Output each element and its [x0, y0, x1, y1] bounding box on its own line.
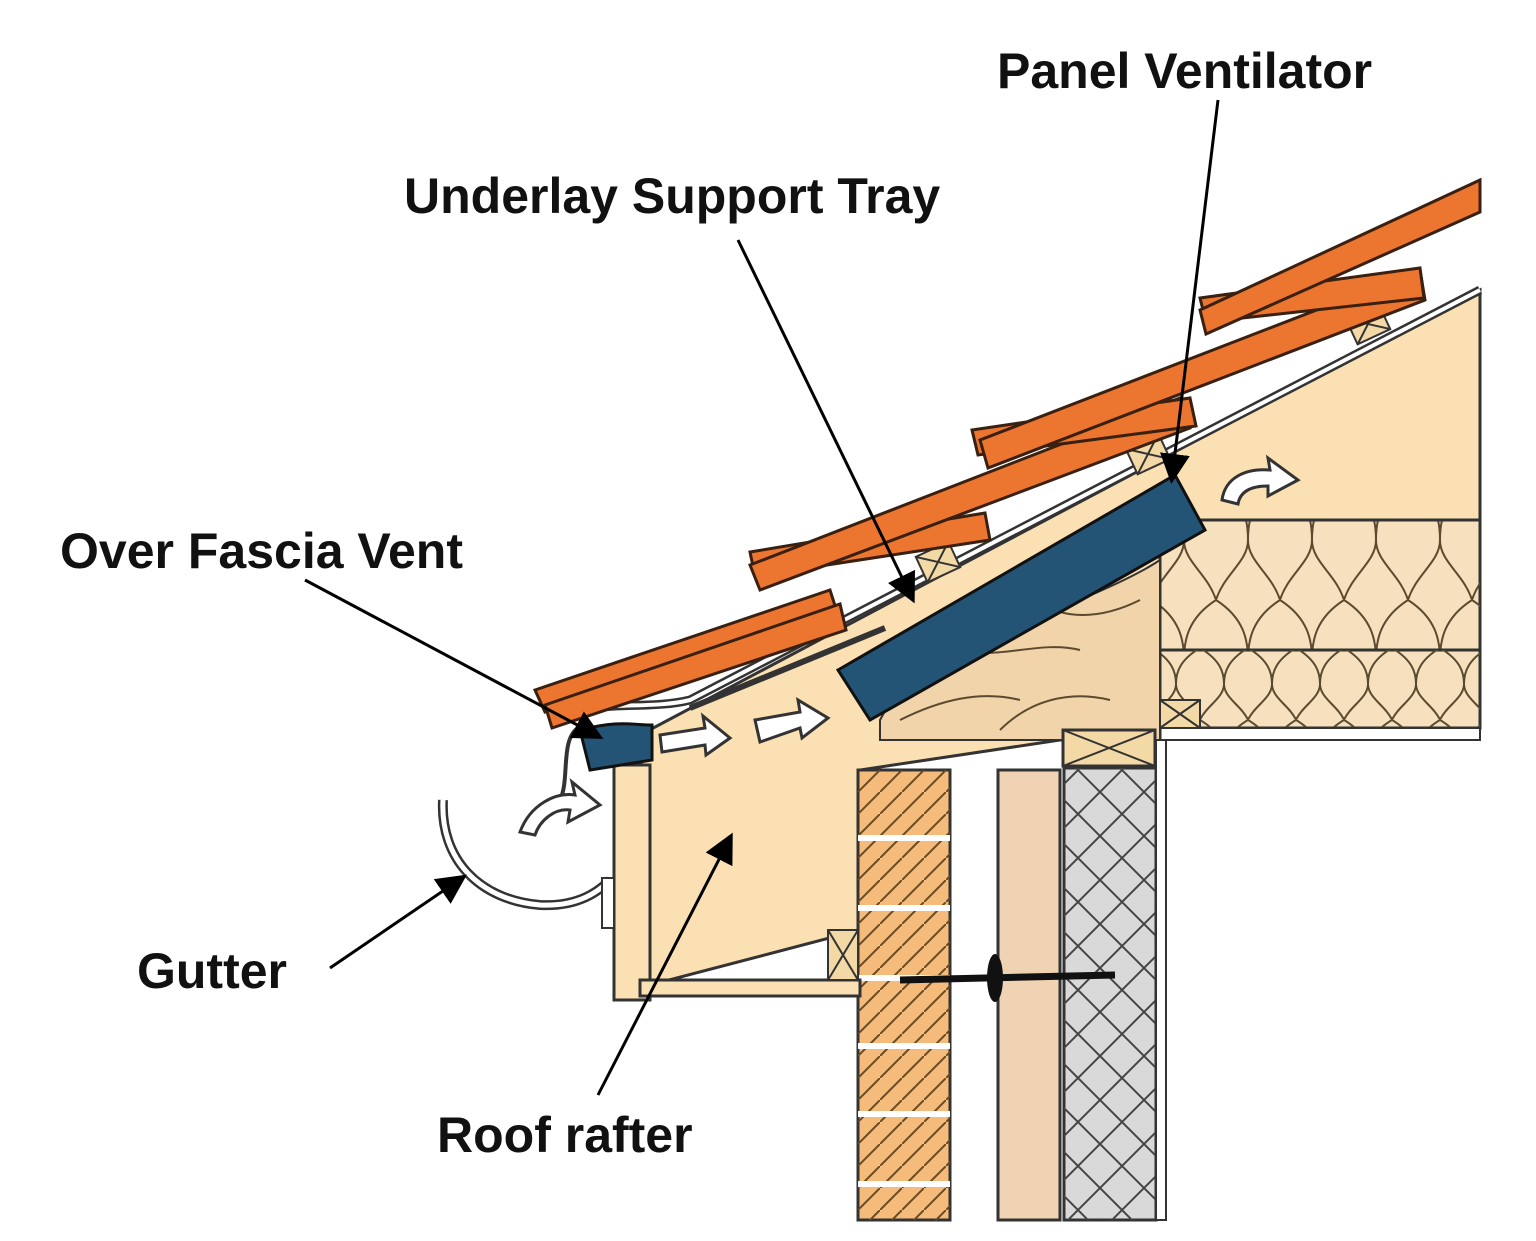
roof-tile [1198, 177, 1482, 337]
airflow-arrows [517, 454, 1301, 837]
wall-tie [899, 954, 1116, 1002]
label-gutter: Gutter [137, 943, 287, 999]
label-underlay-support-tray: Underlay Support Tray [404, 168, 940, 224]
leader-panel-ventilator [1160, 99, 1220, 484]
airflow-arrow-icon [1220, 454, 1301, 506]
roof-tiles [532, 177, 1482, 730]
airflow-arrow-icon [658, 712, 733, 758]
leader-lines [304, 99, 1220, 1096]
leader-roof-rafter [596, 832, 733, 1096]
wall-plate [1061, 699, 1201, 768]
gutter [437, 799, 615, 929]
leader-underlay-support-tray [736, 239, 915, 604]
label-roof-rafter: Roof rafter [437, 1107, 693, 1163]
label-over-fascia-vent: Over Fascia Vent [60, 523, 463, 579]
roof-tile [543, 602, 848, 730]
airflow-arrow-icon [753, 697, 831, 744]
brick-wall [856, 768, 952, 1222]
airflow-arrow-icon [517, 778, 603, 837]
block-wall [1062, 739, 1167, 1222]
cavity-board [996, 768, 1062, 1222]
leader-gutter [329, 874, 467, 970]
label-panel-ventilator: Panel Ventilator [997, 43, 1372, 99]
ceiling-insulation [1158, 518, 1482, 741]
leader-over-fascia-vent [304, 578, 604, 739]
panel-ventilator [835, 472, 1208, 723]
roof-tile [978, 267, 1427, 470]
